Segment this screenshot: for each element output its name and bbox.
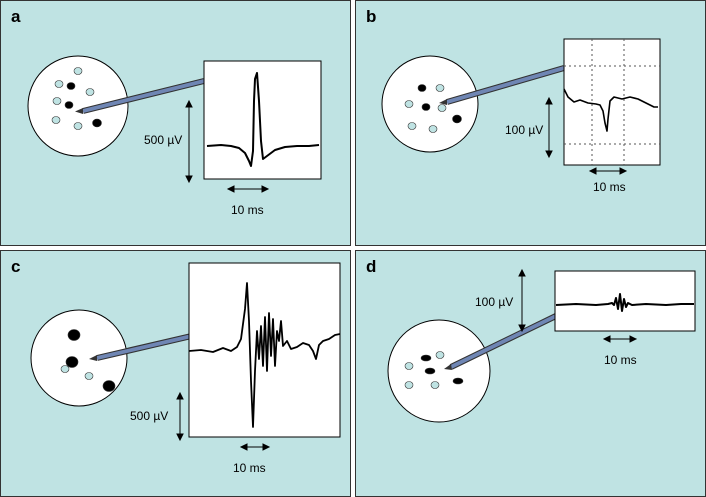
cell-cluster bbox=[60, 329, 116, 392]
voltage-label: 100 µV bbox=[505, 123, 544, 137]
panel-d: d 100 µV 10 ms bbox=[355, 250, 706, 497]
electrode bbox=[75, 78, 205, 114]
panel-d-graphic bbox=[387, 268, 696, 423]
panel-b-label: b bbox=[366, 7, 377, 26]
panel-c-graphic bbox=[30, 262, 341, 451]
time-scale-arrow bbox=[226, 185, 270, 193]
spike-trace bbox=[188, 282, 341, 428]
panel-d-label: d bbox=[366, 257, 377, 276]
panel-a-label: a bbox=[11, 7, 21, 26]
time-label: 10 ms bbox=[604, 353, 637, 367]
voltage-scale-arrow bbox=[176, 391, 184, 442]
panel-c: c 500 µV 10 ms bbox=[0, 250, 351, 497]
time-label: 10 ms bbox=[593, 180, 626, 194]
tissue-disc bbox=[387, 319, 491, 423]
cell-cluster bbox=[404, 84, 462, 133]
voltage-label: 100 µV bbox=[475, 295, 514, 309]
trace-box bbox=[203, 60, 322, 180]
tissue-disc bbox=[381, 55, 479, 153]
time-label: 10 ms bbox=[231, 203, 264, 217]
panel-b-graphic bbox=[381, 38, 661, 175]
time-scale-arrow bbox=[602, 335, 638, 343]
panel-a-graphic bbox=[27, 55, 322, 193]
tissue-disc bbox=[30, 309, 128, 407]
tissue-disc bbox=[27, 55, 129, 157]
electrode bbox=[444, 311, 562, 370]
dotted-grid bbox=[564, 39, 660, 165]
voltage-scale-arrow bbox=[185, 99, 193, 184]
voltage-label: 500 µV bbox=[130, 409, 169, 423]
time-label: 10 ms bbox=[233, 461, 266, 475]
cell-cluster bbox=[51, 67, 102, 130]
electrode bbox=[439, 65, 565, 105]
spike-trace bbox=[563, 88, 658, 132]
time-scale-arrow bbox=[588, 167, 628, 175]
spike-trace bbox=[206, 72, 320, 167]
panel-c-label: c bbox=[11, 257, 21, 276]
panel-b: b bbox=[355, 0, 706, 246]
voltage-scale-arrow bbox=[545, 96, 553, 159]
spike-trace bbox=[555, 293, 694, 312]
voltage-scale-arrow bbox=[518, 268, 526, 333]
voltage-label: 500 µV bbox=[144, 133, 183, 147]
time-scale-arrow bbox=[239, 443, 271, 451]
panel-a: a 500 µV bbox=[0, 0, 351, 246]
cell-cluster bbox=[404, 351, 464, 389]
